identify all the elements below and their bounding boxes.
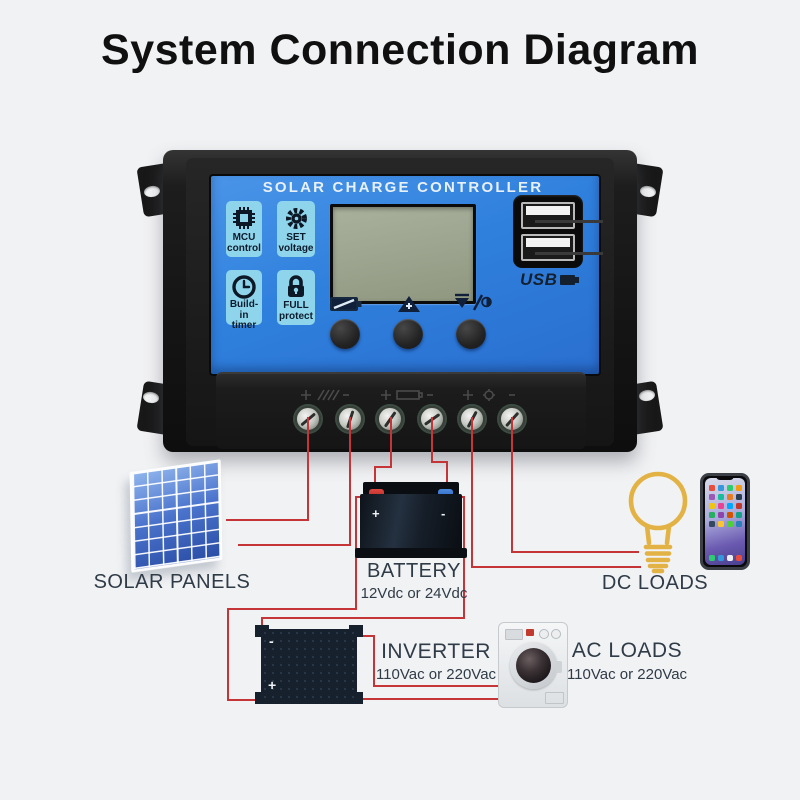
ac-loads-label: AC LOADS: [571, 639, 683, 662]
padlock-icon: [283, 274, 309, 300]
wire-bat-minus: [431, 417, 448, 494]
battery-marking: [379, 388, 433, 402]
gear-icon: [283, 205, 310, 232]
washer-handle: [556, 661, 562, 673]
ac-loads-spec: 110Vac or 220Vac: [566, 666, 688, 683]
battery-base: [355, 548, 467, 558]
usb-plug-icon: [560, 275, 580, 285]
battery-lid: [363, 482, 459, 495]
battery-label: BATTERY: [367, 560, 461, 582]
lcd-display: [330, 204, 476, 304]
clock-icon: [231, 274, 257, 300]
usb-port-bottom: [521, 234, 575, 261]
wire-pv-plus: [226, 417, 309, 521]
lamp-marking: [461, 388, 517, 402]
down-button: [456, 319, 486, 349]
inverter-label: INVERTER: [381, 640, 491, 663]
smartphone-icon: [700, 473, 750, 570]
washer-filter-panel: [545, 692, 564, 704]
battery-spec: 12Vdc or 24Vdc: [360, 585, 468, 602]
mcu-chip-icon: [231, 205, 257, 231]
inverter-plus-sign: +: [268, 677, 277, 693]
inverter-body: [261, 629, 357, 704]
inverter-minus-sign: -: [269, 633, 274, 649]
battery-minus-sign: -: [441, 506, 446, 521]
up-arrow-plus-icon: [397, 295, 421, 313]
dc-loads-label: DC LOADS: [601, 572, 709, 594]
usb-ports: [513, 195, 583, 268]
usb-logo: USB: [520, 270, 596, 290]
battery-status-icon: [329, 296, 363, 312]
washing-machine-icon: [498, 622, 568, 708]
battery-plus-sign: +: [372, 506, 380, 521]
up-button: [393, 319, 423, 349]
phone-dock: [709, 555, 743, 561]
wire-inverter-to-ac-top: [355, 635, 499, 687]
load-mode-icon: [452, 293, 492, 312]
battery-body: [360, 494, 462, 550]
wire-bat-plus: [374, 417, 392, 494]
usb-port-top: [521, 202, 575, 229]
washer-knob: [539, 629, 549, 639]
solar-panel-marking: [299, 388, 349, 402]
solar-panel-graphic: [129, 459, 223, 573]
wire-load-plus: [471, 417, 641, 568]
phone-screen: [705, 478, 745, 565]
washer-drawer: [505, 629, 523, 640]
wire-battery-to-inverter-plus: [227, 496, 374, 701]
washer-display: [526, 629, 534, 636]
page-title: System Connection Diagram: [101, 26, 699, 74]
light-bulb-icon: [627, 467, 691, 575]
wire-load-minus: [511, 417, 639, 553]
washer-door: [510, 642, 557, 689]
app-icons: [709, 485, 743, 527]
washer-knob: [551, 629, 561, 639]
solar-panels-label: SOLAR PANELS: [93, 571, 251, 593]
inverter-spec: 110Vac or 220Vac: [375, 666, 497, 683]
wire-pv-minus: [238, 417, 351, 546]
menu-button: [330, 319, 360, 349]
controller-heading: SOLAR CHARGE CONTROLLER: [262, 179, 544, 196]
phone-notch: [716, 476, 734, 480]
